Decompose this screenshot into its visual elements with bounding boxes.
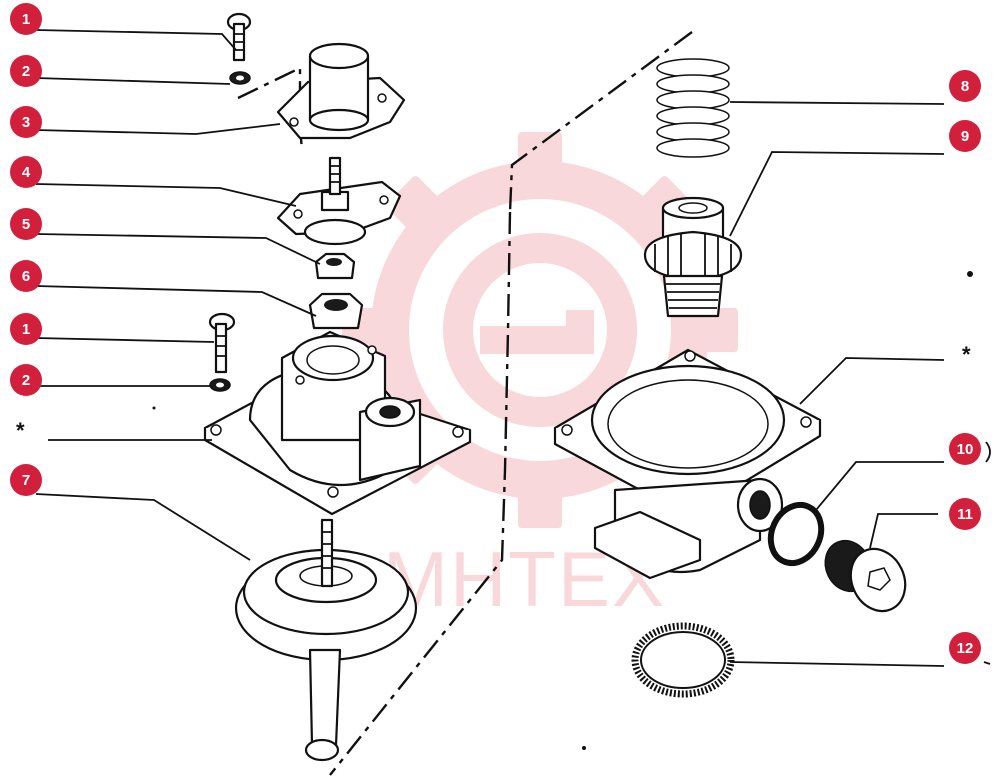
callout-circle <box>10 106 42 138</box>
callout-circle <box>949 433 981 465</box>
part-washer-top <box>229 71 251 85</box>
callout-label: 7 <box>22 472 30 489</box>
callout-label: 2 <box>22 372 30 389</box>
callout-circle <box>949 120 981 152</box>
callout-badge-7: 7 <box>10 464 42 496</box>
part-washer-mid <box>209 378 231 392</box>
callout-badge-1-mid: 1 <box>10 313 42 345</box>
part-nut-large <box>308 292 364 330</box>
callout-label: 1 <box>22 11 30 28</box>
callout-label: 8 <box>961 78 969 95</box>
callout-label: 12 <box>957 640 974 657</box>
callout-label: 10 <box>957 441 974 458</box>
separator-line <box>508 31 693 213</box>
callout-circle <box>10 156 42 188</box>
part-valve-seat <box>643 196 743 318</box>
callout-badge-8: 8 <box>949 70 981 102</box>
callout-circle <box>949 498 981 530</box>
part-screw-top <box>226 12 252 62</box>
part-flange-plate <box>276 156 402 246</box>
callout-badge-2-mid: 2 <box>10 364 42 396</box>
part-diaphragm <box>234 518 418 762</box>
callout-circle <box>10 3 42 35</box>
callout-badge-1: 1 <box>10 3 42 35</box>
part-o-ring <box>767 501 825 567</box>
callout-circle <box>10 364 42 396</box>
callout-label: 6 <box>22 268 30 285</box>
callout-circle <box>949 70 981 102</box>
callout-badge-2: 2 <box>10 55 42 87</box>
callout-circle <box>10 260 42 292</box>
callout-circle <box>10 208 42 240</box>
part-nut <box>314 252 356 280</box>
part-housing-right <box>553 348 822 580</box>
part-plug <box>824 539 907 613</box>
star-mark-left: * <box>16 418 25 443</box>
callout-circle <box>10 55 42 87</box>
callout-circle <box>949 632 981 664</box>
dot-mark <box>967 271 973 277</box>
callout-label: 2 <box>22 63 30 80</box>
part-cap-flange <box>276 42 406 140</box>
callout-badges: 1 2 3 4 5 6 1 2 <box>10 3 981 664</box>
tick-mark <box>983 661 991 665</box>
dot-mark <box>152 406 156 410</box>
callout-circle <box>10 313 42 345</box>
callout-badge-11: 11 <box>949 498 981 530</box>
star-mark-right: * <box>962 342 971 367</box>
callout-badge-9: 9 <box>949 120 981 152</box>
callout-badge-5: 5 <box>10 208 42 240</box>
callout-badge-10: 10 <box>949 433 981 465</box>
part-housing-left <box>203 330 472 516</box>
bracket-mark <box>985 441 991 463</box>
callout-badge-4: 4 <box>10 156 42 188</box>
callout-badge-3: 3 <box>10 106 42 138</box>
part-gasket <box>631 622 735 698</box>
callout-label: 3 <box>22 114 30 131</box>
separator-line-lower <box>329 211 512 776</box>
part-spring <box>656 58 730 158</box>
callout-label: 1 <box>22 321 30 338</box>
callout-circle <box>10 464 42 496</box>
callout-label: 9 <box>961 128 969 145</box>
callout-badge-12: 12 <box>949 632 981 664</box>
dot-mark <box>582 746 586 750</box>
leader-lines <box>35 29 945 667</box>
callout-label: 11 <box>957 506 973 523</box>
callout-badge-6: 6 <box>10 260 42 292</box>
part-screw-mid <box>208 312 236 374</box>
callout-label: 4 <box>22 164 31 181</box>
callout-label: 5 <box>22 216 30 233</box>
